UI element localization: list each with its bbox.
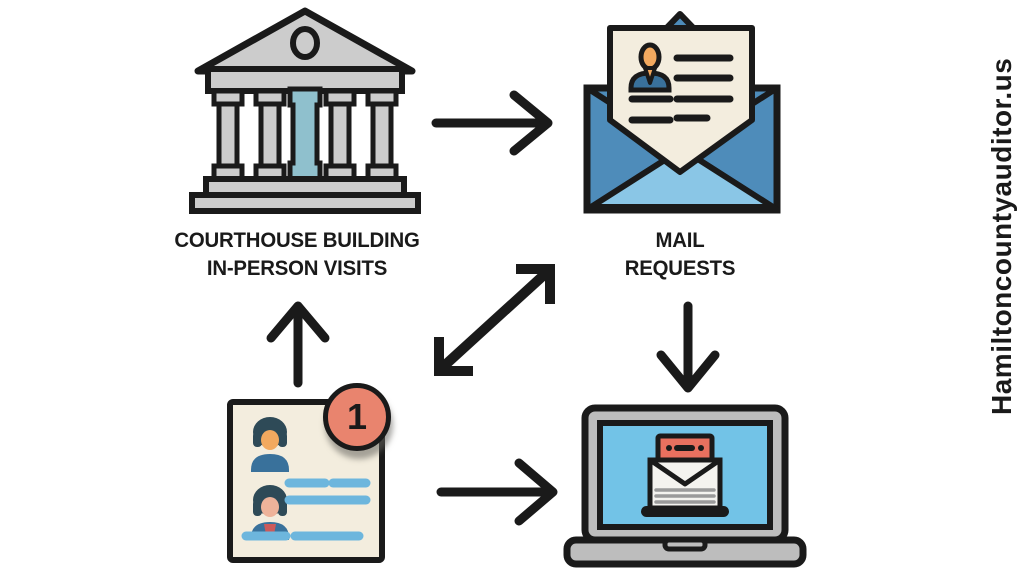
pediment-window xyxy=(290,26,320,60)
count-badge: 1 xyxy=(323,383,391,451)
arrow-mail-to-laptop xyxy=(656,301,720,393)
laptop-online-record-icon xyxy=(563,404,807,568)
open-envelope-letter-icon xyxy=(583,11,781,214)
courthouse-label-line2: IN-PERSON VISITS xyxy=(206,257,388,280)
screen-email-icon xyxy=(641,433,729,517)
mail-label-line1: MAIL xyxy=(655,229,705,252)
letter-text-lines xyxy=(628,54,734,124)
node-courthouse xyxy=(180,5,430,217)
laptop-notch xyxy=(662,537,708,552)
mail-label-line2: REQUESTS xyxy=(624,257,736,280)
site-watermark: Hamiltoncountyauditor.us xyxy=(986,57,1017,415)
node-mail xyxy=(583,8,781,216)
door xyxy=(287,86,323,182)
node-document: 1 xyxy=(222,383,402,570)
arrow-document-mail-two-way xyxy=(434,264,555,376)
courthouse-label: COURTHOUSE BUILDING IN-PERSON VISITS xyxy=(152,227,443,283)
node-laptop xyxy=(563,404,807,570)
mail-label: MAIL REQUESTS xyxy=(583,227,777,283)
letter-person-icon xyxy=(628,42,672,93)
courthouse-icon xyxy=(189,7,421,214)
person-icon xyxy=(251,417,289,472)
arrow-document-to-laptop xyxy=(436,458,558,526)
courthouse-label-line1: COURTHOUSE BUILDING xyxy=(174,229,420,252)
arrow-courthouse-to-mail xyxy=(431,90,553,156)
envelope-front-flap xyxy=(588,146,776,210)
arrow-document-to-courthouse xyxy=(266,301,330,388)
document-text-lines xyxy=(241,478,371,541)
